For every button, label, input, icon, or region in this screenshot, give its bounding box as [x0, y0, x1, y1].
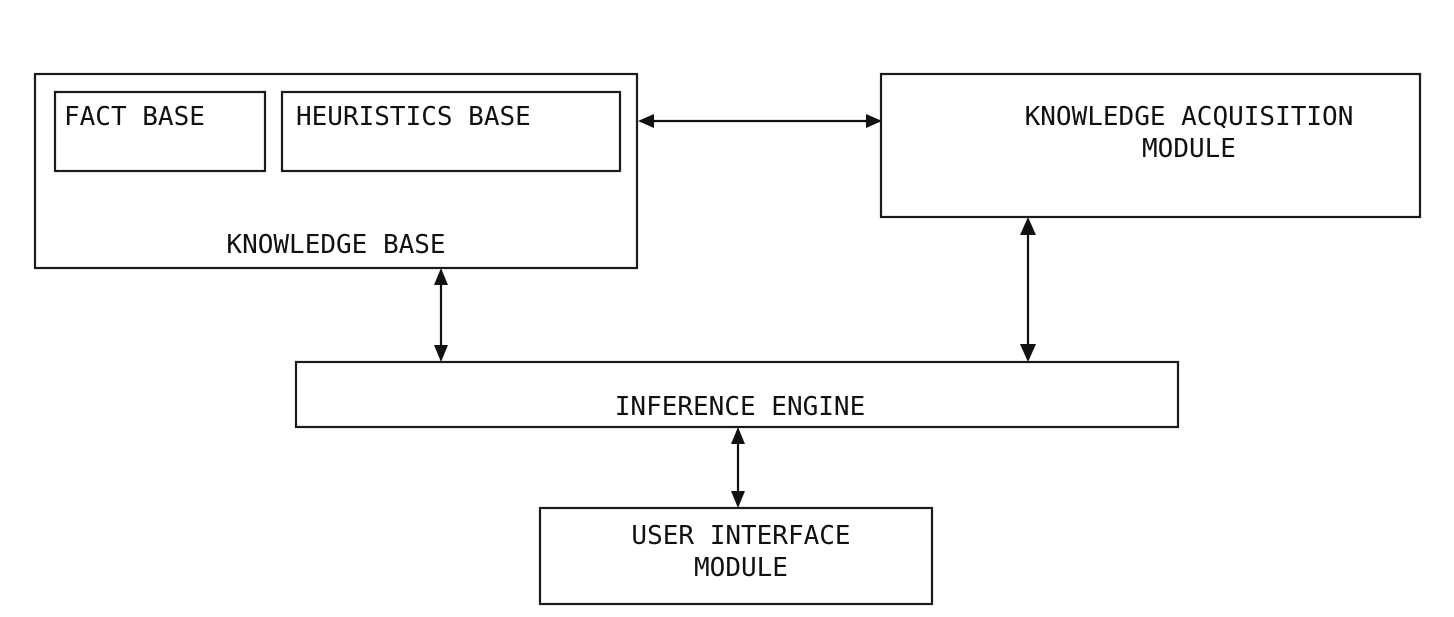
fact-base-box [53, 90, 267, 173]
knowledge-acquisition-label-line2: MODULE [1142, 134, 1236, 164]
knowledge-acquisition-box [879, 72, 1422, 219]
user-interface-label-line2: MODULE [694, 553, 788, 583]
arrow-kb-to-acquisition [638, 114, 882, 128]
knowledge-acquisition-label-line1: KNOWLEDGE ACQUISITION [1025, 102, 1354, 132]
fact-base-block: FACT BASE [53, 90, 267, 173]
inference-engine-label: INFERENCE ENGINE [615, 392, 865, 422]
user-interface-label-line1: USER INTERFACE [631, 521, 850, 551]
knowledge-acquisition-block: KNOWLEDGE ACQUISITION MODULE [879, 72, 1422, 219]
arrow-acquisition-to-inference [1020, 217, 1036, 362]
inference-engine-block: INFERENCE ENGINE [294, 360, 1180, 429]
heuristics-base-label: HEURISTICS BASE [296, 102, 531, 132]
heuristics-base-box [280, 90, 622, 173]
user-interface-block: USER INTERFACE MODULE [538, 506, 934, 606]
fact-base-label: FACT BASE [64, 102, 205, 132]
heuristics-base-block: HEURISTICS BASE [280, 90, 622, 173]
user-interface-box [538, 506, 934, 606]
arrow-kb-to-inference [434, 268, 448, 362]
inference-engine-box [294, 360, 1180, 429]
arrow-inference-to-user-interface [731, 427, 745, 508]
knowledge-base-label: KNOWLEDGE BASE [226, 230, 445, 260]
